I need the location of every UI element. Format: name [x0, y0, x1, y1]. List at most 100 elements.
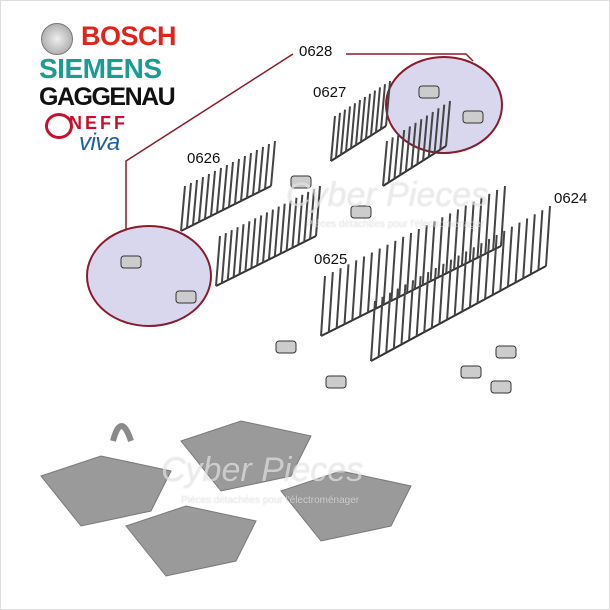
rack-rail — [320, 245, 502, 337]
leader-0628-left — [125, 53, 294, 229]
part-ref-0628: 0628 — [299, 43, 333, 60]
rack-tine — [366, 252, 373, 313]
rack-tine — [423, 272, 430, 333]
rack-tine — [256, 215, 263, 266]
rack-tine — [180, 185, 186, 232]
rack-0627-a — [330, 80, 391, 162]
dishwasher-rack-clip — [125, 505, 257, 577]
rack-tine — [215, 235, 221, 287]
rack-tine — [492, 189, 499, 250]
rack-tine — [398, 236, 405, 297]
rack-tine — [390, 240, 397, 301]
rack-tine — [250, 218, 257, 269]
rack-tine — [204, 173, 210, 220]
rack-tine — [279, 203, 286, 254]
rack-tine — [385, 292, 392, 353]
watermark-title: Cyber Pieces — [286, 176, 489, 214]
rack-tine — [315, 185, 321, 237]
brand-viva: viva — [79, 129, 120, 156]
rack-tine — [514, 222, 521, 283]
rack-tine — [264, 143, 270, 190]
rack-tine — [422, 115, 429, 161]
rack-tine — [351, 260, 358, 321]
clip-hook — [110, 423, 134, 442]
rack-0627-b — [382, 100, 451, 187]
neff-logo-icon — [45, 113, 73, 139]
clip-part — [275, 340, 297, 354]
rack-tine — [537, 210, 544, 271]
rack-tine — [365, 93, 371, 139]
rack-tine — [291, 197, 298, 248]
highlight-circle-left — [86, 225, 212, 327]
rack-rail — [370, 265, 547, 362]
rack-tine — [545, 205, 551, 267]
clip-part — [290, 175, 312, 189]
dishwasher-rack-clip — [280, 470, 412, 542]
rack-0625-a — [320, 185, 506, 337]
clip-part — [418, 85, 440, 99]
rack-tine — [216, 167, 222, 214]
rack-tine — [382, 244, 389, 305]
rack-tine — [374, 248, 381, 309]
rack-tine — [438, 263, 445, 324]
dishwasher-rack-clip — [40, 455, 172, 527]
rack-tine — [461, 251, 468, 312]
rack-tine — [484, 193, 491, 254]
rack-tine — [445, 100, 451, 147]
rack-tine — [297, 194, 304, 245]
rack-tine — [476, 197, 483, 258]
rack-tine — [252, 149, 258, 196]
rack-tine — [186, 182, 192, 229]
rack-tine — [244, 221, 251, 272]
clip-part — [490, 380, 512, 394]
rack-tine — [192, 179, 198, 226]
clip-part — [495, 345, 517, 359]
rack-tine — [453, 209, 460, 270]
part-ref-0626: 0626 — [187, 150, 221, 167]
rack-tine — [267, 209, 274, 260]
rack-tine — [500, 185, 506, 247]
rack-tine — [433, 108, 440, 154]
rack-tine — [529, 214, 536, 275]
part-ref-0625: 0625 — [314, 251, 348, 268]
rack-tine — [430, 267, 437, 329]
brand-gaggenau: GAGGENAU — [39, 83, 176, 111]
rack-tine — [377, 296, 384, 357]
rack-tine — [246, 152, 252, 199]
part-ref-0627: 0627 — [313, 84, 347, 101]
rack-tine — [335, 268, 342, 329]
rack-tine — [387, 137, 394, 183]
rack-tine — [343, 264, 350, 325]
leader-0628-right — [346, 53, 474, 62]
rack-tine — [385, 80, 391, 127]
clip-part — [460, 365, 482, 379]
rack-tine — [220, 232, 227, 284]
rack-tine — [273, 206, 280, 257]
rack-tine — [445, 213, 452, 274]
rack-tine — [408, 280, 415, 341]
rack-tine — [393, 133, 400, 179]
rack-tine — [400, 284, 407, 345]
rack-tine — [258, 146, 264, 193]
rack-tine — [415, 276, 422, 337]
bosch-logo-icon — [41, 23, 73, 55]
rack-tine — [355, 100, 361, 146]
watermark-subtitle-lower: Pièces détachées pour l'électroménager — [181, 495, 360, 506]
rack-tine — [484, 238, 491, 300]
rack-tine — [468, 201, 475, 262]
dishwasher-rack-clip — [180, 420, 312, 492]
rack-tine — [234, 158, 240, 205]
rack-tine — [285, 200, 292, 251]
rack-tine — [210, 170, 216, 217]
rack-tine — [439, 104, 446, 150]
watermark-subtitle: Pièces détachées pour l'électroménager — [306, 219, 485, 230]
rack-tine — [350, 103, 356, 149]
rack-rail — [180, 185, 272, 232]
rack-tine — [404, 126, 411, 172]
rack-tine — [320, 275, 326, 337]
rack-tine — [198, 176, 204, 223]
clip-part — [325, 375, 347, 389]
rack-tine — [327, 272, 334, 333]
rack-tine — [499, 230, 506, 291]
